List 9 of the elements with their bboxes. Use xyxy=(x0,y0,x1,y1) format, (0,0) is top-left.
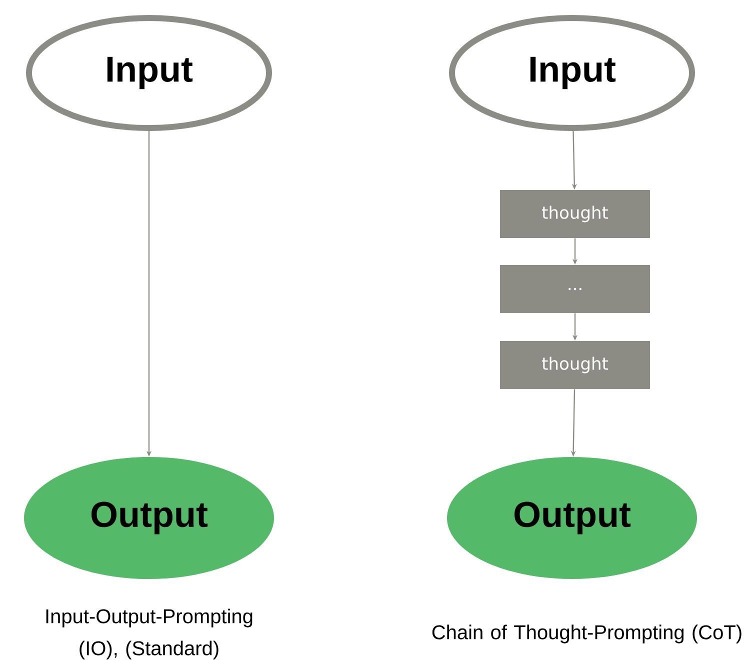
process-box: thought xyxy=(500,190,650,238)
ellipse-node: Output xyxy=(447,457,698,579)
ellipse-node: Input xyxy=(26,15,272,131)
process-box: ... xyxy=(500,265,650,313)
caption: Input-Output-Prompting (IO), (Standard) xyxy=(46,608,252,660)
ellipse-node: Output xyxy=(24,457,274,579)
ellipse-node: Input xyxy=(449,15,695,131)
process-box: thought xyxy=(500,341,650,389)
caption: Chain of Thought-Prompting (CoT) xyxy=(432,624,742,644)
